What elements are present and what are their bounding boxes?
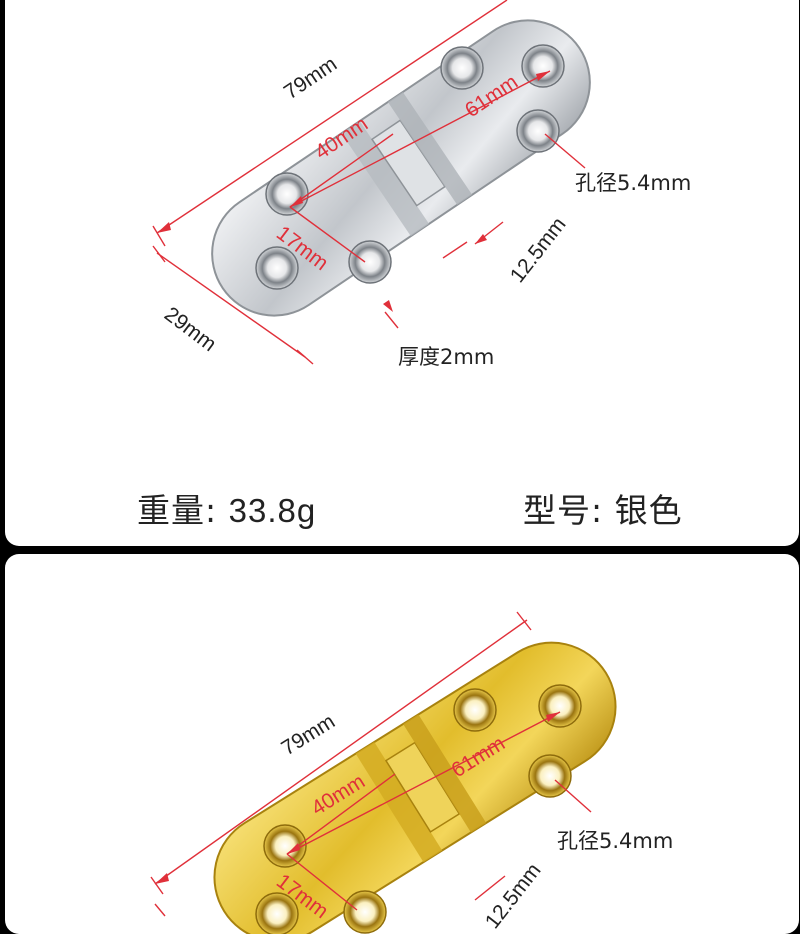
screw-hole [521,44,565,88]
silver-screw-holes [255,44,565,290]
silver-dim-length: 79mm [280,52,341,104]
screw-hole [263,824,307,868]
screw-hole [265,172,309,216]
silver-hinge-panel: 79mm 61mm 40mm 17mm 29mm 12.5mm 孔径5.4mm … [5,0,799,546]
silver-hinge-body [211,19,591,317]
hole-leader [554,779,592,813]
screw-hole [538,684,582,728]
gold-hinge-drawing: 79mm 61mm 40mm 17mm 12.5mm 孔径5.4mm [150,611,673,934]
gold-dimension-lines [150,611,592,917]
dim-line-leaf [286,773,396,855]
silver-dimension-lines [152,0,586,365]
dim-line-width [156,252,306,358]
dim-line-hole-offset [289,206,366,263]
gold-hinge-panel: 79mm 61mm 40mm 17mm 12.5mm 孔径5.4mm [5,554,799,934]
gold-hinge-body [213,641,617,934]
screw-hole [528,754,572,798]
dim-line-hole-span [289,70,551,208]
gold-screw-holes [255,684,582,934]
silver-thickness-label: 厚度2mm [398,345,494,369]
weight-value: 33.8g [228,492,317,529]
silver-hole-label: 孔径5.4mm [575,171,691,195]
screw-hole [440,46,484,90]
silver-dim-width: 29mm [160,303,220,356]
silver-arrowheads [157,71,550,312]
silver-hinge-drawing: 79mm 61mm 40mm 17mm 29mm 12.5mm 孔径5.4mm … [152,0,691,369]
hole-leader [544,133,586,169]
dim-line-knuckle [474,875,506,901]
gold-dim-length: 79mm [277,710,339,760]
dim-line-length [156,0,508,234]
gold-hole-label: 孔径5.4mm [557,829,673,853]
dim-line-leaf [289,133,394,208]
dim-line-hole-span [286,711,561,855]
screw-hole [516,109,560,153]
dim-line-length [154,619,528,885]
gold-dim-knuckle: 12.5mm [481,859,546,933]
weight-spec: 重量: 33.8g [137,484,316,532]
model-value: 银色 [614,491,683,530]
dim-line-hole-offset [286,853,358,911]
screw-hole [255,892,299,934]
model-spec: 型号: 银色 [523,484,683,532]
gold-arrowheads [155,712,560,884]
model-label: 型号: [523,491,604,530]
screw-hole [255,246,299,290]
weight-label: 重量: [137,491,218,530]
screw-hole [348,240,392,284]
silver-dim-knuckle: 12.5mm [506,213,571,287]
thickness-leader [384,311,399,329]
screw-hole [453,688,497,732]
